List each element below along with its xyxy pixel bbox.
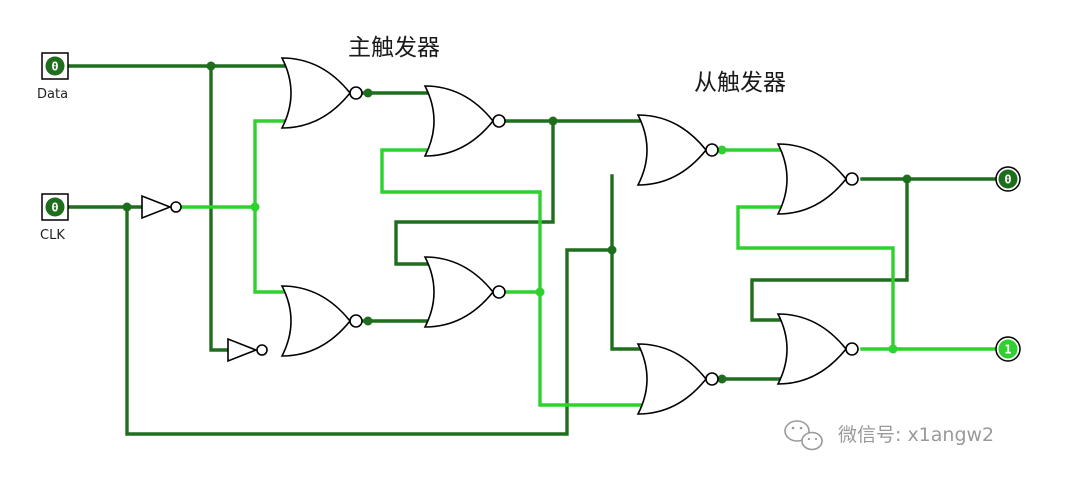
junction-dot: [607, 245, 617, 255]
data-input-pin[interactable]: 0: [41, 52, 69, 80]
wire-clkbar-to-nor1: [253, 119, 290, 209]
wires-low: [66, 64, 1002, 436]
junction-dot: [363, 316, 373, 326]
junction-dot: [717, 145, 727, 155]
nor-gate-master-2[interactable]: [280, 285, 363, 357]
wire-data-to-not2: [209, 64, 230, 352]
wire-clkbar-to-slave: [610, 174, 645, 351]
wire-nor4-out: [503, 290, 645, 407]
junction-dot: [548, 116, 558, 126]
clk-input-value: 0: [51, 201, 58, 215]
qbar-output-pin: 1: [995, 336, 1021, 362]
nor-gate-master-1[interactable]: [280, 57, 363, 129]
data-input-label: Data: [37, 87, 69, 102]
clk-input-pin[interactable]: 0: [41, 193, 69, 221]
junction-dot: [250, 202, 260, 212]
master-flipflop-title: 主触发器: [348, 35, 440, 61]
nor-gate-master-4[interactable]: [423, 256, 506, 328]
nor-gate-slave-2[interactable]: [636, 343, 719, 415]
wire-nor4-to-nor3-cross: [380, 148, 542, 294]
not-gate-clk[interactable]: [141, 194, 182, 220]
wire-clk-feedback-loop: [125, 205, 614, 436]
wechat-icon: [784, 420, 823, 451]
wire-nor3-to-nor4-cross: [394, 119, 555, 266]
data-input-value: 0: [51, 60, 58, 74]
junction-dot: [363, 88, 373, 98]
wires-high: [179, 119, 1002, 407]
nor-gate-slave-4[interactable]: [776, 313, 859, 385]
wire-clkbar-to-nor2: [253, 205, 290, 294]
nor-gate-master-3[interactable]: [423, 85, 506, 157]
clk-input-label: CLK: [40, 228, 65, 243]
junction-dot: [535, 287, 545, 297]
nor-gate-slave-1[interactable]: [636, 114, 719, 186]
slave-flipflop-title: 从触发器: [694, 70, 786, 96]
junction-dot: [902, 174, 912, 184]
qbar-output-value: 1: [1004, 343, 1011, 357]
junction-dot: [717, 374, 727, 384]
junction-dot: [888, 344, 898, 354]
watermark-text: 微信号: x1angw2: [838, 424, 995, 446]
wire-qbar-feedback: [736, 205, 895, 351]
nor-gate-slave-3[interactable]: [776, 143, 859, 215]
q-output-value: 0: [1004, 173, 1011, 187]
q-output-pin: 0: [995, 166, 1021, 192]
junctions: [122, 61, 912, 384]
junction-dot: [206, 61, 216, 71]
not-gate-data[interactable]: [227, 337, 268, 363]
junction-dot: [122, 202, 132, 212]
wire-q-feedback: [750, 177, 909, 322]
